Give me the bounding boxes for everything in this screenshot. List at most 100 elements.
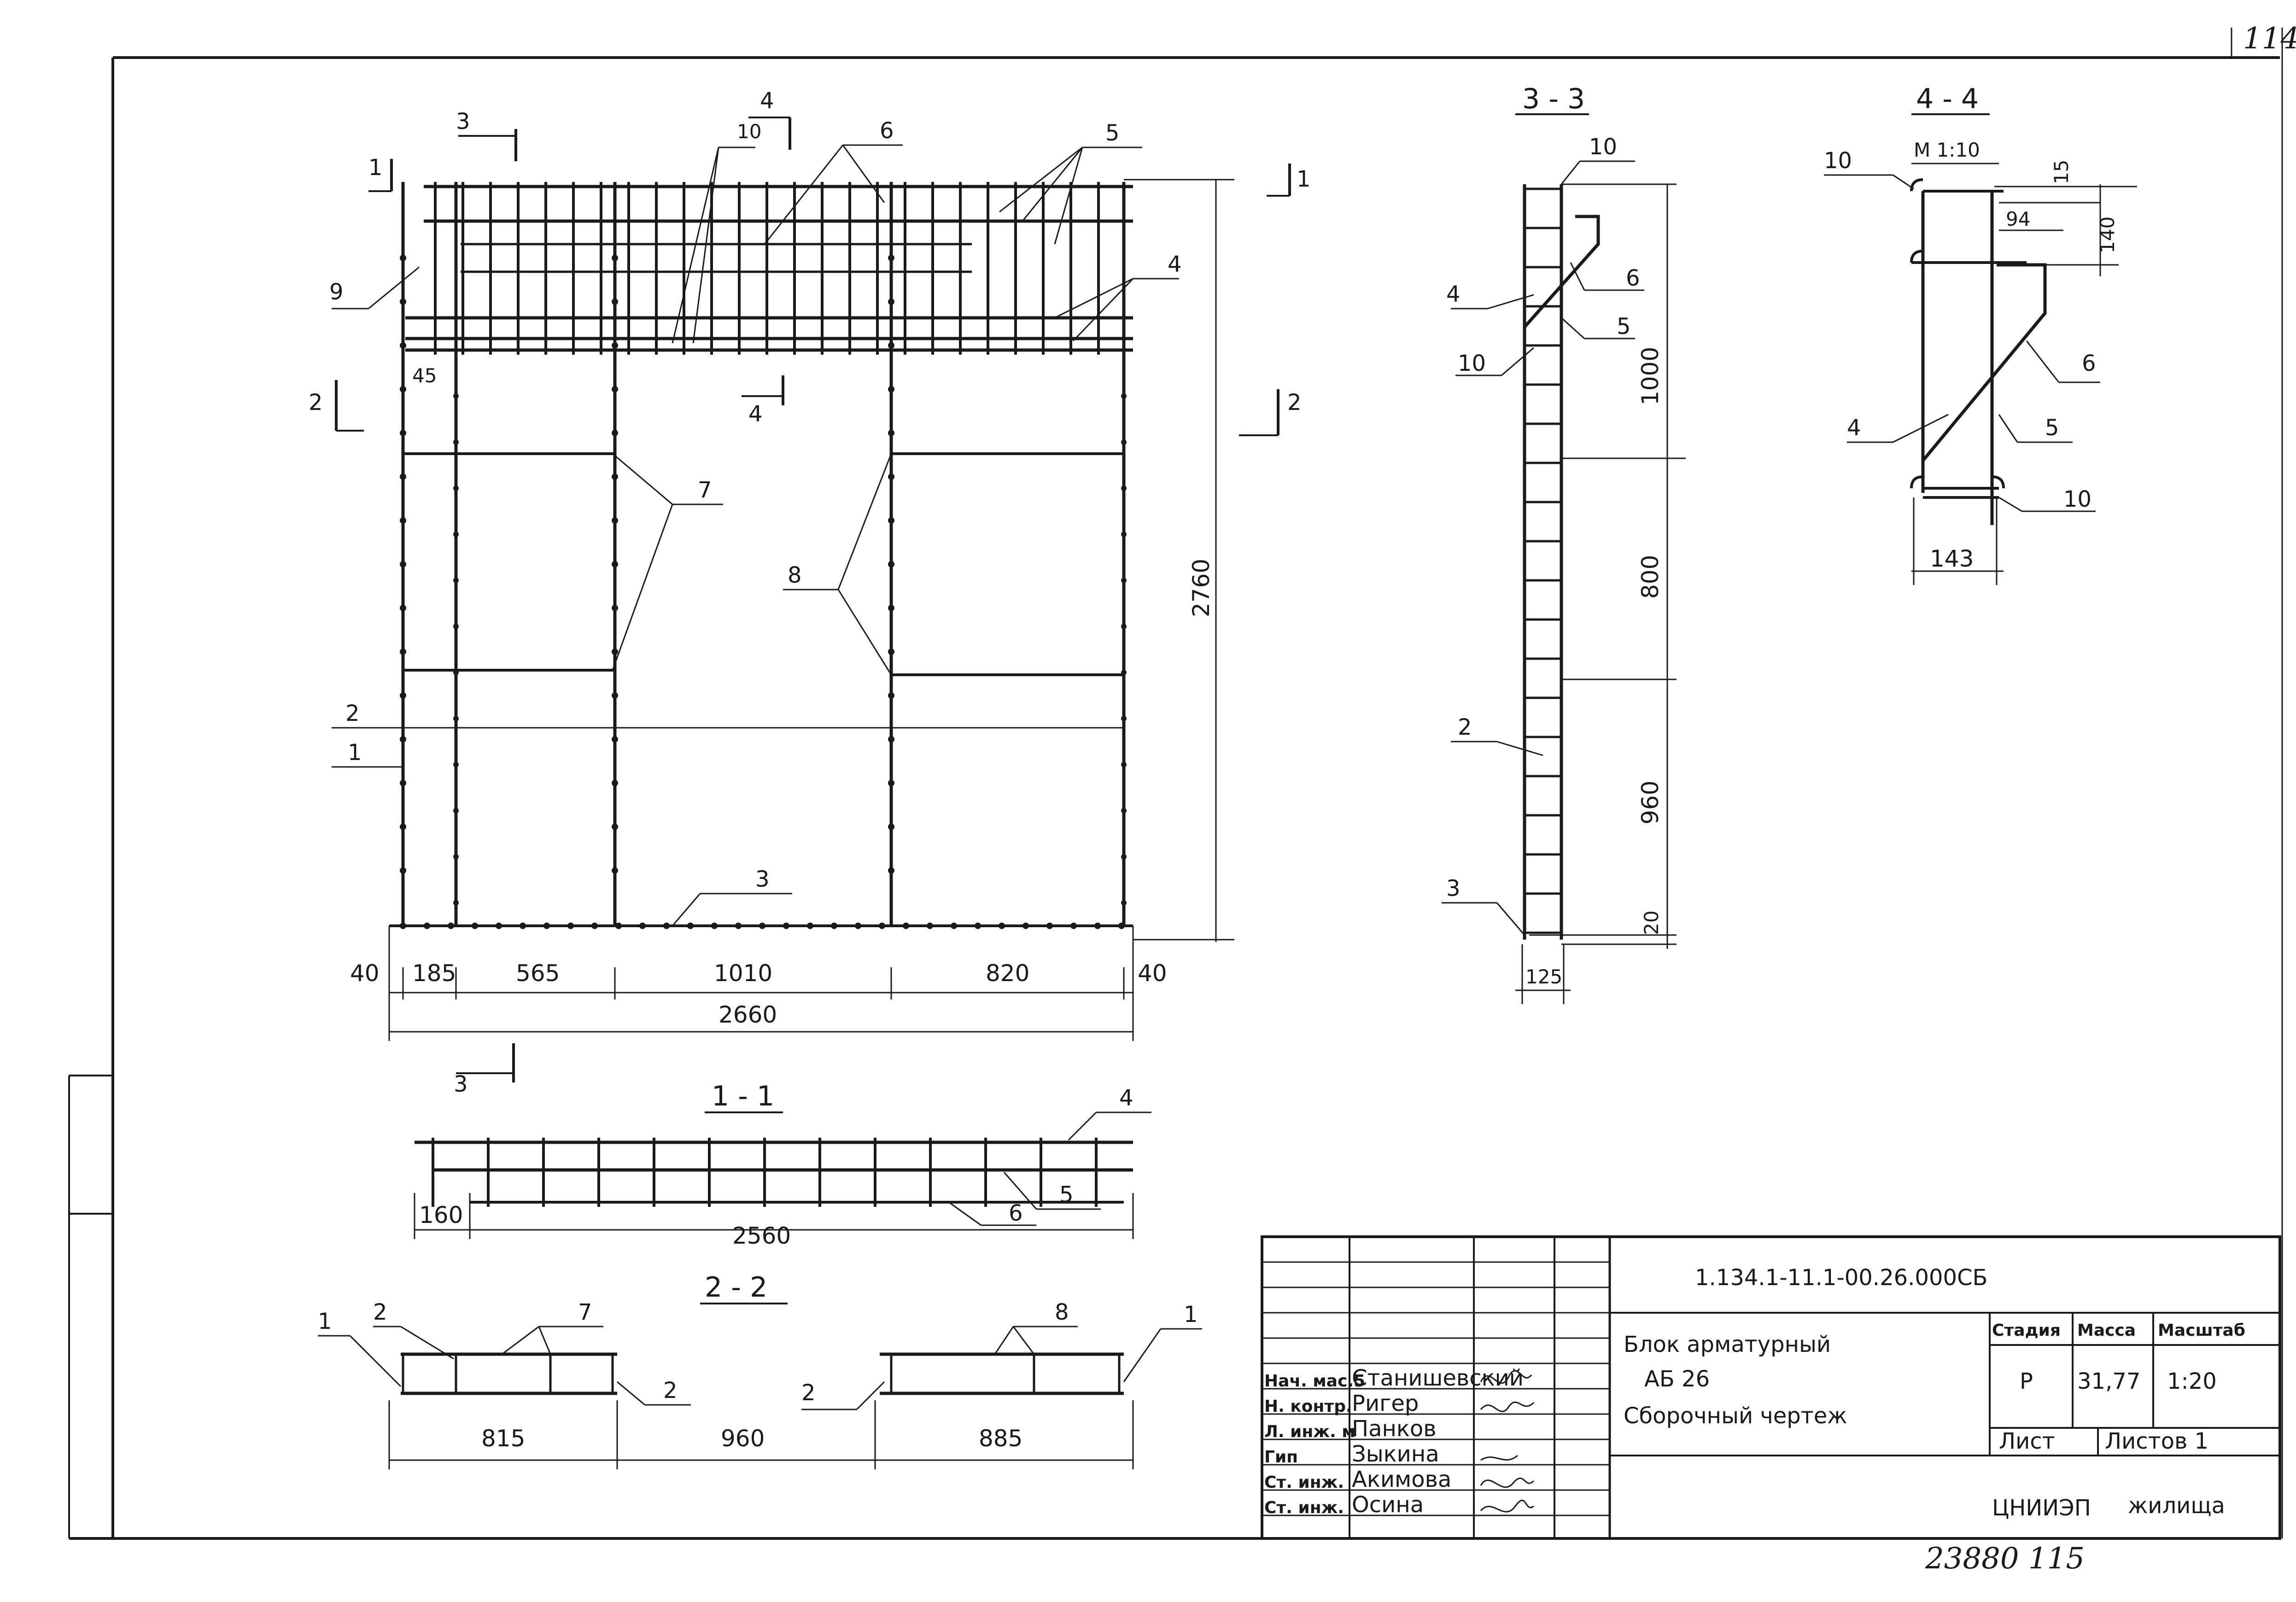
svg-text:5: 5 (1105, 120, 1120, 146)
bar-dot (888, 824, 894, 830)
svg-text:2: 2 (1287, 390, 1302, 415)
bar-dot (975, 923, 981, 929)
callout-3: 3 (672, 866, 792, 926)
bar-dot (520, 923, 526, 929)
bar-dot (400, 430, 406, 436)
sec22-callout-2-mid: 2 (617, 1378, 691, 1406)
svg-text:8: 8 (1055, 1299, 1069, 1325)
bar-dot (400, 298, 406, 305)
bar-dot (567, 923, 574, 929)
bar-dot (400, 474, 406, 480)
bar-dot (591, 923, 598, 929)
bar-dot (888, 561, 894, 567)
bar-dot (951, 923, 957, 929)
bar-dot (888, 649, 894, 655)
section-1-1: 1 - 1 160 2560 4 5 6 (414, 1080, 1151, 1249)
svg-text:3: 3 (755, 866, 770, 892)
dim-125: 125 (1525, 965, 1562, 988)
organization-name: ЦНИИЭП (1992, 1495, 2091, 1521)
sheets-label: Листов 1 (2105, 1428, 2208, 1454)
cut-marker-2-left: 2 (309, 380, 364, 432)
title-block: 1.134.1-11.1-00.26.000СБ Блок арматурный… (1261, 1235, 2281, 1540)
bar-dot (453, 485, 459, 491)
section-3-3: 3 - 3 1000 800 960 20 125 10 6 (1442, 83, 1686, 1004)
bar-dot (807, 923, 813, 929)
sec22-callout-2-topleft: 2 (373, 1299, 454, 1360)
sec33-callout-4: 4 (1446, 281, 1534, 310)
callout-6: 6 (764, 118, 903, 245)
dim-160: 160 (419, 1202, 463, 1228)
bar-dot (472, 923, 478, 929)
bar-dot (612, 474, 618, 480)
bar-dot (888, 430, 894, 436)
bar-dot (424, 923, 430, 929)
svg-text:10: 10 (1824, 148, 1852, 174)
dim-185: 185 (412, 960, 456, 987)
bar-dot (1121, 393, 1127, 399)
bar-dot (888, 736, 894, 743)
mass-value: 31,77 (2077, 1368, 2140, 1394)
section-2-2-title: 2 - 2 (705, 1271, 767, 1304)
svg-text:6: 6 (1009, 1200, 1023, 1226)
bar-dot (400, 867, 406, 874)
callout-4: 4 (1054, 251, 1182, 342)
bar-dot (400, 736, 406, 743)
bar-dot (1121, 900, 1127, 906)
dim-960: 960 (721, 1425, 765, 1452)
svg-text:8: 8 (788, 562, 802, 588)
bar-dot (1118, 923, 1125, 929)
sig-name-2: Ригер (1352, 1391, 1419, 1416)
svg-text:1: 1 (368, 155, 383, 181)
sec33-callout-2: 2 (1451, 714, 1543, 756)
svg-text:2: 2 (345, 701, 360, 726)
page-number-top: 114 (2243, 22, 2296, 56)
cut-marker-3-bottom: 3 (454, 1043, 515, 1097)
svg-text:6: 6 (880, 118, 894, 144)
sec44-callout-5: 5 (1998, 414, 2073, 443)
stage-value: Р (2020, 1368, 2033, 1394)
svg-text:7: 7 (578, 1299, 592, 1325)
sec44-callout-4: 4 (1847, 414, 1949, 443)
sig-role-2: Н. контр. (1264, 1397, 1352, 1416)
sec44-callout-10-bottom: 10 (1998, 486, 2096, 512)
dim-885: 885 (979, 1425, 1022, 1452)
svg-text:4: 4 (760, 88, 774, 114)
stage-header: Стадия (1992, 1321, 2061, 1340)
bar-dot (400, 692, 406, 699)
dim-40-left: 40 (350, 960, 380, 987)
cut-marker-4-top: 4 (748, 88, 791, 150)
bar-dot (831, 923, 837, 929)
bar-dot (612, 736, 618, 743)
section-4-4-title: 4 - 4 (1916, 83, 1979, 115)
svg-text:3: 3 (454, 1071, 468, 1097)
callout-5: 5 (999, 120, 1142, 245)
mass-header: Масса (2077, 1321, 2136, 1340)
drawing-name-line3: Сборочный чертеж (1624, 1403, 1847, 1429)
bar-dot (400, 386, 406, 392)
sec44-callout-6: 6 (2026, 340, 2100, 383)
svg-text:4: 4 (1446, 281, 1461, 307)
svg-text:1: 1 (1297, 166, 1311, 192)
sig-role-5: Ст. инж. (1264, 1473, 1344, 1492)
svg-text:10: 10 (1458, 351, 1486, 376)
sec33-callout-10-mid: 10 (1455, 347, 1534, 376)
bar-dot (612, 561, 618, 567)
sig-name-5: Акимова (1352, 1467, 1451, 1492)
svg-text:5: 5 (2045, 415, 2059, 441)
bar-dot (1094, 923, 1101, 929)
bar-dot (400, 605, 406, 611)
sec44-callout-10-top: 10 (1824, 148, 1914, 190)
scale-header: Масштаб (2158, 1321, 2245, 1340)
sig-role-1: Нач. мас.5 (1264, 1372, 1365, 1391)
dim-2760: 2760 (1188, 559, 1215, 617)
bar-dot (453, 578, 459, 583)
bar-dot (400, 649, 406, 655)
bar-dot (612, 430, 618, 436)
bar-dot (453, 439, 459, 445)
section-1-1-title: 1 - 1 (712, 1080, 774, 1112)
sec33-callout-5: 5 (1560, 314, 1635, 339)
bar-dot (999, 923, 1005, 929)
sig-name-6: Осина (1352, 1492, 1424, 1518)
bar-dot (453, 716, 459, 721)
bar-dot (783, 923, 789, 929)
